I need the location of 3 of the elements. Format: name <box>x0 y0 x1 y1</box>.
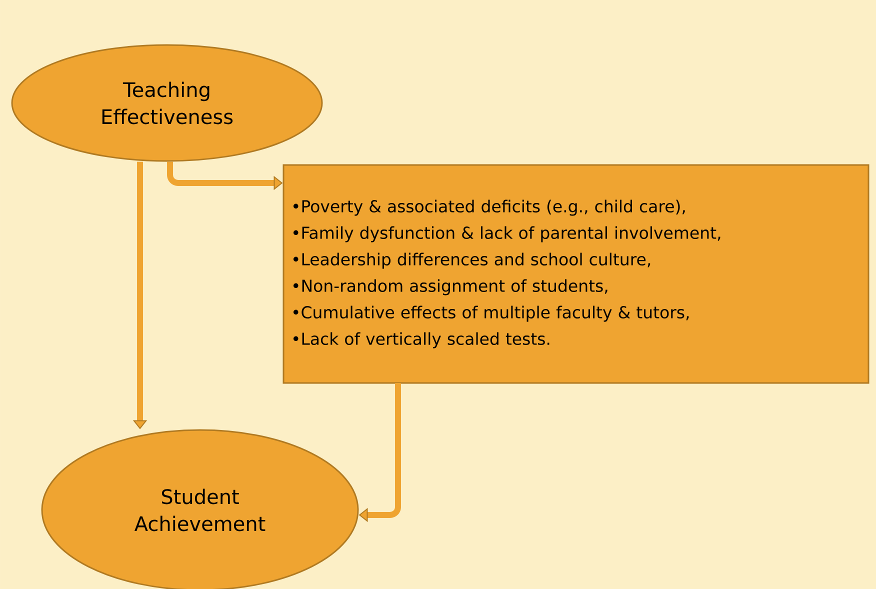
bullet-list-box: •Poverty & associated deficits (e.g., child care), •Family dysfunction & lack of parental involvement, •Leadership differences and school culture, •Non-random assignment of students, •Cumulative effects of multiple faculty & tutors, •Lack of vertically scaled tests. <box>282 164 870 384</box>
oval-node: Student Achievement <box>41 429 359 589</box>
oval-node: Teaching Effectiveness <box>11 44 323 162</box>
